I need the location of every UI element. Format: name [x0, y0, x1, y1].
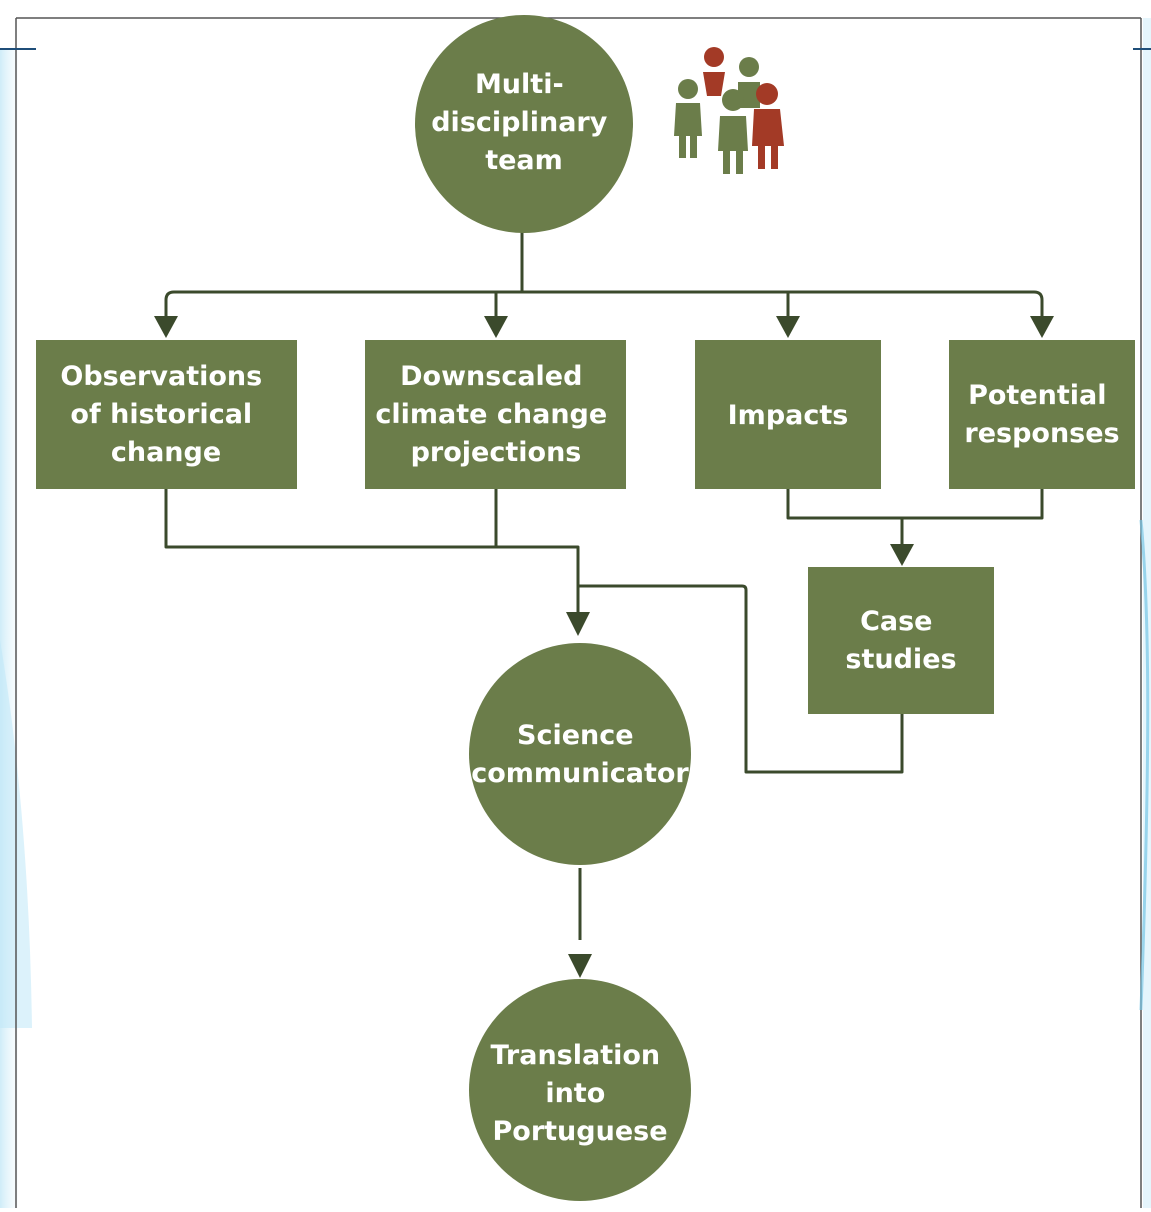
responses-node-label: Potential responses [964, 380, 1119, 449]
right-sweep [1139, 519, 1150, 1011]
node-potential-responses: Potential responses [949, 340, 1135, 489]
arrowhead-translation [568, 954, 592, 978]
person-green-left [674, 79, 702, 158]
people-group-icon [674, 47, 784, 174]
arrowhead-observations [154, 316, 178, 338]
node-downscaled-projections: Downscaled climate change projections [365, 340, 626, 489]
downscaled-node-label: Downscaled climate change projections [375, 361, 616, 468]
casestudies-node-shape [808, 567, 994, 714]
impacts-node-shape [695, 340, 881, 489]
edge-team-branch [164, 290, 1044, 316]
arrowhead-downscaled [484, 316, 508, 338]
team-node-shape [415, 15, 633, 233]
arrowhead-responses [1030, 316, 1054, 338]
person-red-right [752, 83, 784, 169]
translation-node-shape [469, 979, 691, 1201]
observations-node-label: Observations of historical change [60, 361, 271, 468]
node-case-studies: Case studies [808, 567, 994, 714]
node-science-communicator: Science communicator [469, 643, 691, 865]
node-observations: Observations of historical change [36, 340, 297, 489]
casestudies-node-label: Case studies [845, 606, 956, 675]
node-translation-portuguese: Translation into Portuguese [469, 979, 691, 1201]
team-node-label: Multi- disciplinary team [431, 69, 617, 176]
node-multidisciplinary-team: Multi- disciplinary team [415, 15, 633, 233]
node-impacts: Impacts [695, 340, 881, 489]
nodes: Multi- disciplinary team Observations of… [36, 15, 1135, 1201]
arrowhead-casestudies [890, 544, 914, 566]
person-red-top [703, 47, 725, 96]
downscaled-node-shape [365, 340, 626, 489]
arrowhead-communicator [566, 612, 590, 636]
translation-node-label: Translation into Portuguese [490, 1040, 669, 1147]
edge-casestudies-communicator [578, 584, 904, 774]
impacts-node-label: Impacts [728, 400, 849, 431]
top-left-mask [0, 18, 36, 50]
person-green-center [718, 89, 748, 174]
edge-observations-communicator [164, 489, 580, 612]
observations-node-shape [36, 340, 297, 489]
communicator-node-label: Science communicator [471, 720, 689, 789]
arrowhead-impacts [776, 316, 800, 338]
edge-impacts-responses [786, 489, 1044, 520]
connectors [154, 232, 1054, 978]
responses-node-shape [949, 340, 1135, 489]
communicator-node-shape [469, 643, 691, 865]
